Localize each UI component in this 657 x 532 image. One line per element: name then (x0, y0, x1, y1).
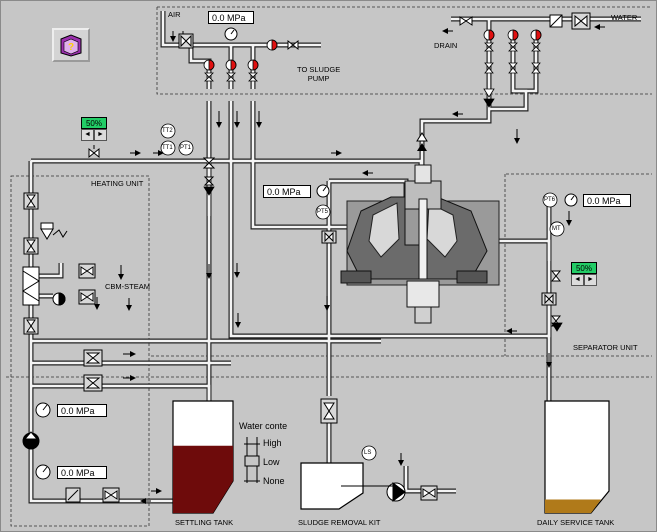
steam-valve[interactable] (78, 263, 96, 279)
pt6-tag: PT6 (544, 197, 556, 203)
outlet-valve-decrease-button[interactable]: ◄ (571, 274, 584, 286)
water-content-indicator (244, 437, 260, 483)
heating-unit-label: HEATING UNIT (91, 179, 144, 188)
flow-arrows (94, 24, 605, 504)
valves (23, 12, 591, 503)
separator-unit-label: SEPARATOR UNIT (573, 343, 638, 352)
water-content-title: Water conte (239, 421, 288, 431)
cbm-steam-label: CBM-STEAM (105, 282, 150, 291)
daily-service-tank-label: DAILY SERVICE TANK (537, 518, 615, 527)
water-content-low: Low (263, 457, 280, 467)
instrument-bubbles (160, 123, 565, 461)
mt-tag: MT (552, 226, 561, 232)
heating-valve-decrease-button[interactable]: ◄ (81, 129, 94, 141)
heating-valve-stepper: ◄ ► (81, 129, 107, 141)
air-label: AIR (168, 10, 181, 19)
outlet-valve-increase-button[interactable]: ► (584, 274, 597, 286)
pt5-tag: PT5 (317, 209, 329, 215)
air-inlet-valve[interactable] (177, 34, 195, 50)
settling-return-valve[interactable] (101, 487, 121, 503)
heating-pressure-readout-1: 0.0 MPa (57, 404, 107, 417)
heating-pressure-readout-2: 0.0 MPa (57, 466, 107, 479)
help-button[interactable]: ? (52, 28, 90, 62)
sludge-pump-valve[interactable] (419, 485, 439, 501)
separator-inlet-pressure-readout: 0.0 MPa (263, 185, 311, 198)
air-pressure-readout: 0.0 MPa (208, 11, 254, 24)
pressure-gauges (35, 27, 578, 480)
sludge-valve[interactable] (320, 399, 338, 425)
to-sludge-pump-label: TO SLUDGE PUMP (297, 65, 341, 83)
settling-tank (172, 400, 234, 514)
centrifugal-separator (340, 132, 500, 324)
tt1-tag: TT1 (162, 145, 173, 151)
settling-tank-label: SETTLING TANK (175, 518, 234, 527)
ls-tag: LS (364, 450, 372, 456)
water-inlet-valve[interactable] (571, 12, 591, 30)
solenoid-valves (203, 29, 563, 332)
water-content-none: None (263, 476, 285, 486)
sludge-removal-kit-label: SLUDGE REMOVAL KIT (298, 518, 381, 527)
outlet-valve-stepper: ◄ ► (571, 274, 597, 286)
outlet-valve-percent: 50% (571, 262, 597, 274)
pt1-tag: PT1 (180, 145, 192, 151)
bypass-valve-1[interactable] (83, 349, 103, 367)
condensate-valve[interactable] (78, 289, 96, 305)
water-content-high: High (263, 438, 282, 448)
heater-equipment (22, 221, 564, 502)
outlet-pressure-readout: 0.0 MPa (583, 194, 631, 207)
svg-text:?: ? (68, 42, 74, 53)
heating-valve-increase-button[interactable]: ► (94, 129, 107, 141)
heating-valve-percent: 50% (81, 117, 107, 129)
help-book-icon: ? (60, 34, 82, 57)
sludge-tank (300, 462, 364, 510)
tt2-tag: TT2 (162, 128, 173, 134)
daily-service-tank (544, 400, 610, 514)
water-label: WATER (611, 13, 638, 22)
drain-label: DRAIN (434, 41, 458, 50)
bypass-valve-2[interactable] (83, 374, 103, 392)
